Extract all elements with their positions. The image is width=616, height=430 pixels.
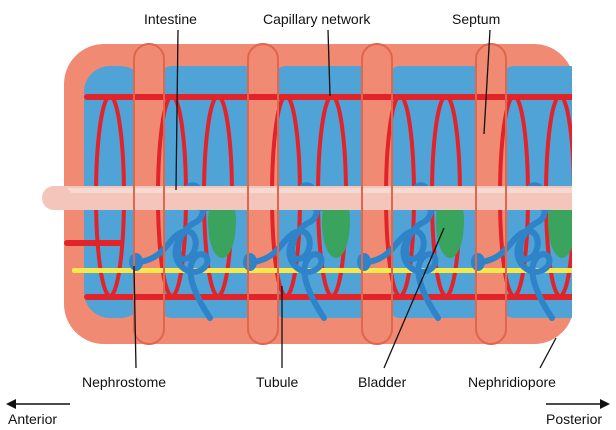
intestine-anterior-end [42, 186, 72, 210]
nephrostome-funnel [129, 253, 143, 271]
label-septum: Septum [452, 11, 500, 27]
label-anterior: Anterior [8, 411, 57, 427]
worm-body [48, 44, 588, 344]
label-posterior: Posterior [546, 411, 602, 427]
label-nephridiopore: Nephridiopore [468, 374, 556, 390]
label-tubule: Tubule [256, 374, 299, 390]
label-bladder: Bladder [358, 374, 407, 390]
label-capillary-network: Capillary network [263, 11, 371, 27]
anterior-arrow [6, 399, 70, 409]
label-nephrostome: Nephrostome [82, 374, 166, 390]
posterior-arrow [546, 399, 610, 409]
label-intestine: Intestine [144, 11, 197, 27]
